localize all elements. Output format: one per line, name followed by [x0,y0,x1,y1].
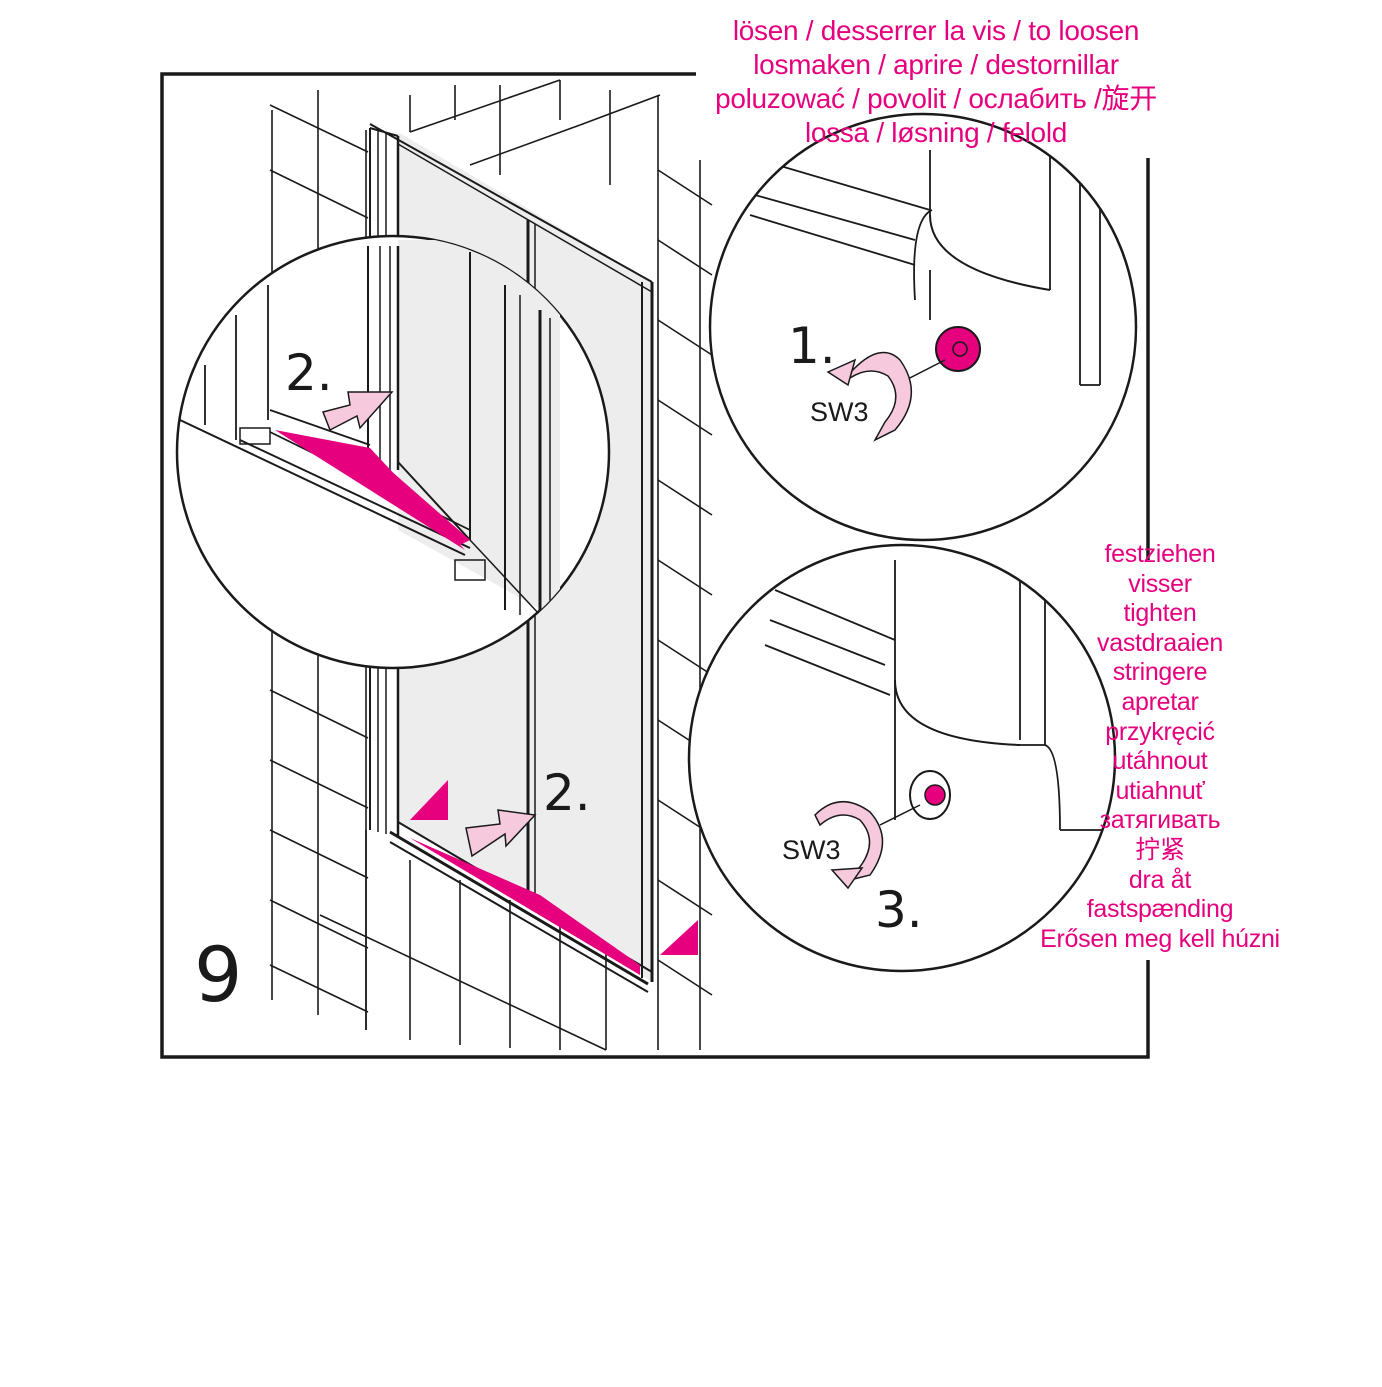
bottom-seal-main [410,838,640,975]
tool-size-tighten: SW3 [782,835,841,865]
tighten-label-line: затягивать [1099,806,1221,835]
push-arrow-main [465,809,537,858]
rotate-arrow-loosen [849,351,912,442]
tighten-label-line: utiahnuť [1115,776,1205,805]
detail-circle-tighten [687,543,1117,973]
tile-wall-right [657,95,713,1050]
step-loosen: 1. [788,317,836,375]
loosen-label-line-3: poluzować / povolit / ослабить /旋开 [715,83,1157,114]
tighten-label-line: visser [1128,569,1192,598]
floor-tiles [319,830,607,1051]
tighten-label-line: tighten [1123,599,1197,628]
figure-frame [160,72,1150,1059]
loosen-label-line-1: lösen / desserrer la vis / to loosen [732,15,1140,46]
tool-size-loosen: SW3 [810,397,869,427]
screw-tighten [924,784,946,806]
detail-circle-loosen [708,112,1138,542]
bottom-seal-zoom [275,430,465,550]
marker-triangle-left [410,780,448,820]
push-arrow-zoom [321,391,394,432]
tighten-label-line: 拧紧 [1135,835,1185,864]
rotate-arrow-tighten [814,800,884,882]
step-push-zoom: 2. [285,344,333,402]
step-tighten: 3. [875,881,923,939]
tighten-label-line: Erősen meg kell húzni [1040,924,1280,953]
tighten-label-line: fastspænding [1086,895,1234,924]
tighten-label-line: przykręcić [1105,717,1215,746]
marker-triangle-right [660,920,698,955]
loosen-label-line-4: lossa / løsning / felold [804,117,1068,148]
tighten-label-line: vastdraaien [1097,628,1223,657]
tighten-label-line: festziehen [1104,540,1216,568]
figure-number: 9 [194,930,243,1019]
tighten-label-line: apretar [1121,687,1199,716]
loosen-label-line-2: losmaken / aprire / destornillar [753,49,1119,80]
step-push-main: 2. [543,764,591,822]
tighten-label-line: dra åt [1128,865,1192,894]
tighten-label-line: stringere [1112,658,1208,687]
zoom-circle-bottom-rail [175,234,611,670]
tighten-label-line: utáhnout [1112,747,1208,776]
